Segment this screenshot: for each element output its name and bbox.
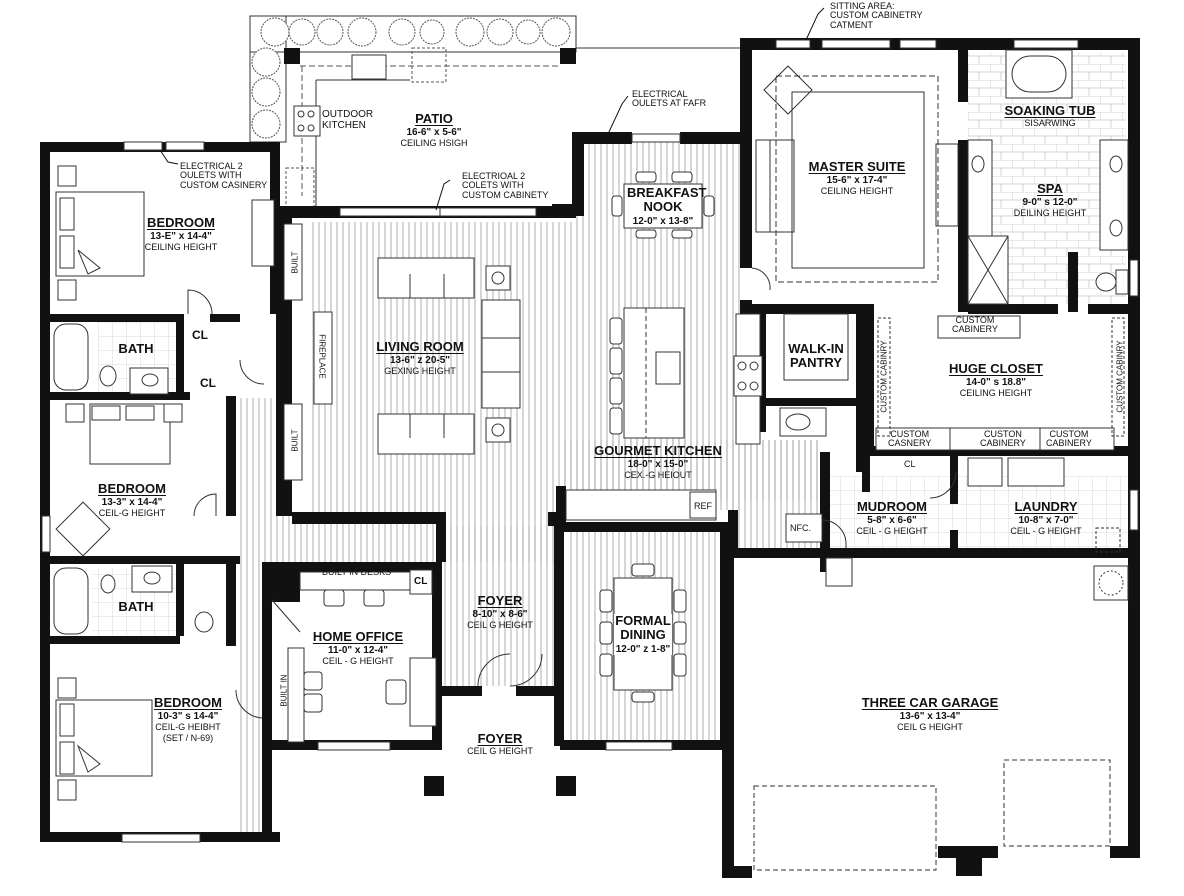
room-patio: PATIO 16-6" x 5-6" CEILING HSIGH bbox=[400, 111, 468, 149]
room-soaking-tub: SOAKING TUB SISARWING bbox=[1004, 103, 1096, 129]
room-formal-dining: FORMAL DINING 12-0" z 1-8" bbox=[614, 613, 672, 655]
custom-cabinetry-left: CUSTOM CABINRY bbox=[879, 340, 889, 413]
room-breakfast-nook: BREAKFAST NOOK 12-0" x 13-8" bbox=[627, 185, 707, 227]
refrigerator-label: REF bbox=[694, 501, 712, 511]
closet-label-bath1-upper: CL bbox=[192, 328, 208, 342]
room-bath-2: BATH bbox=[118, 599, 154, 614]
patio-structure bbox=[284, 47, 748, 210]
closet-label-mudroom: CL bbox=[904, 459, 916, 469]
nfc-label: NFC. bbox=[790, 523, 811, 533]
room-living-room: LIVING ROOM 13-6" z 20-5" GEXING HEIGHT bbox=[376, 339, 464, 377]
custom-cabinetry-bottom-1: CUSTOM CASNERY bbox=[888, 429, 932, 449]
room-three-car-garage: THREE CAR GARAGE 13-6" x 13-4" CEIL G HE… bbox=[861, 695, 999, 733]
room-huge-closet: HUGE CLOSET 14-0" s 18.8" CEILING HEIGHT bbox=[949, 361, 1043, 399]
note-electrical-nook: ELECTRICAL OULETS AT FAFR bbox=[632, 89, 707, 109]
note-outdoor-kitchen: OUTDOOR KITCHEN bbox=[322, 109, 374, 131]
room-mudroom: MUDROOM 5-8" x 6-6" CEIL - G HEIGHT bbox=[856, 499, 928, 537]
note-electrical-bedroom: ELECTRICAL 2 OULETS WITH CUSTOM CASINERY bbox=[180, 161, 268, 190]
custom-cabinetry-right: CUSTOM CABINRY bbox=[1115, 340, 1125, 413]
built-upper-label: BUILT bbox=[290, 251, 300, 274]
note-sitting-area: SITTING AREA: CUSTOM CABINETRY CATMENT bbox=[830, 1, 923, 30]
room-foyer-outer: FOYER CEIL G HEIGHT bbox=[467, 731, 533, 757]
room-spa: SPA 9-0" s 12-0" DEILING HEIGHT bbox=[1013, 181, 1087, 219]
room-home-office: HOME OFFICE 11-0" x 12-4" CEIL - G HEIGH… bbox=[312, 629, 404, 667]
custom-cabinetry-bottom-2: CUSTON CABINERY bbox=[980, 429, 1026, 449]
room-foyer-inner: FOYER 8-10" x 8-6" CEIL G HEIGHT bbox=[467, 593, 533, 631]
closet-label-office: CL bbox=[414, 576, 428, 587]
room-master-suite: MASTER SUITE 15-6" x 17-4" CEILING HEIGH… bbox=[808, 159, 906, 197]
leader-lines bbox=[159, 7, 825, 211]
custom-cabinetry-top: CUSTOM CABINERY bbox=[952, 315, 998, 335]
room-walk-in-pantry: WALK-IN PANTRY bbox=[788, 341, 844, 371]
built-in-office-label: BUILT IN bbox=[279, 674, 289, 707]
windows bbox=[41, 39, 1139, 843]
note-electrical-living: ELECTRIOAL 2 COLETS WITH CUSTOM CABINETY bbox=[462, 171, 549, 200]
patio-shrubs bbox=[249, 15, 577, 143]
room-bedroom-2: BEDROOM 13-3" x 14-4" CEIL-G HEIGHT bbox=[98, 481, 166, 519]
built-lower-label: BUILT bbox=[290, 429, 300, 452]
room-bedroom-1: BEDROOM 13-E" x 14-4" CEILING HEIGHT bbox=[144, 215, 218, 253]
built-in-desks-label: BUILT IN DESKS bbox=[322, 567, 392, 577]
doors bbox=[187, 267, 957, 719]
closet-label-bath1-lower: CL bbox=[200, 376, 216, 390]
custom-cabinetry-bottom-3: CUSTOM CABINERY bbox=[1046, 429, 1092, 449]
fireplace-label: FIREPLACE bbox=[317, 334, 327, 379]
room-bedroom-3: BEDROOM 10-3" s 14-4" CEIL-G HEIBHT (SET… bbox=[154, 695, 222, 744]
room-laundry: LAUNDRY 10-8" x 7-0" CEIL - G HEIGHT bbox=[1010, 499, 1082, 537]
room-bath-1: BATH bbox=[118, 341, 154, 356]
room-gourmet-kitchen: GOURMET KITCHEN 18-0" x 15-0" CEX.-G HEI… bbox=[594, 443, 722, 481]
